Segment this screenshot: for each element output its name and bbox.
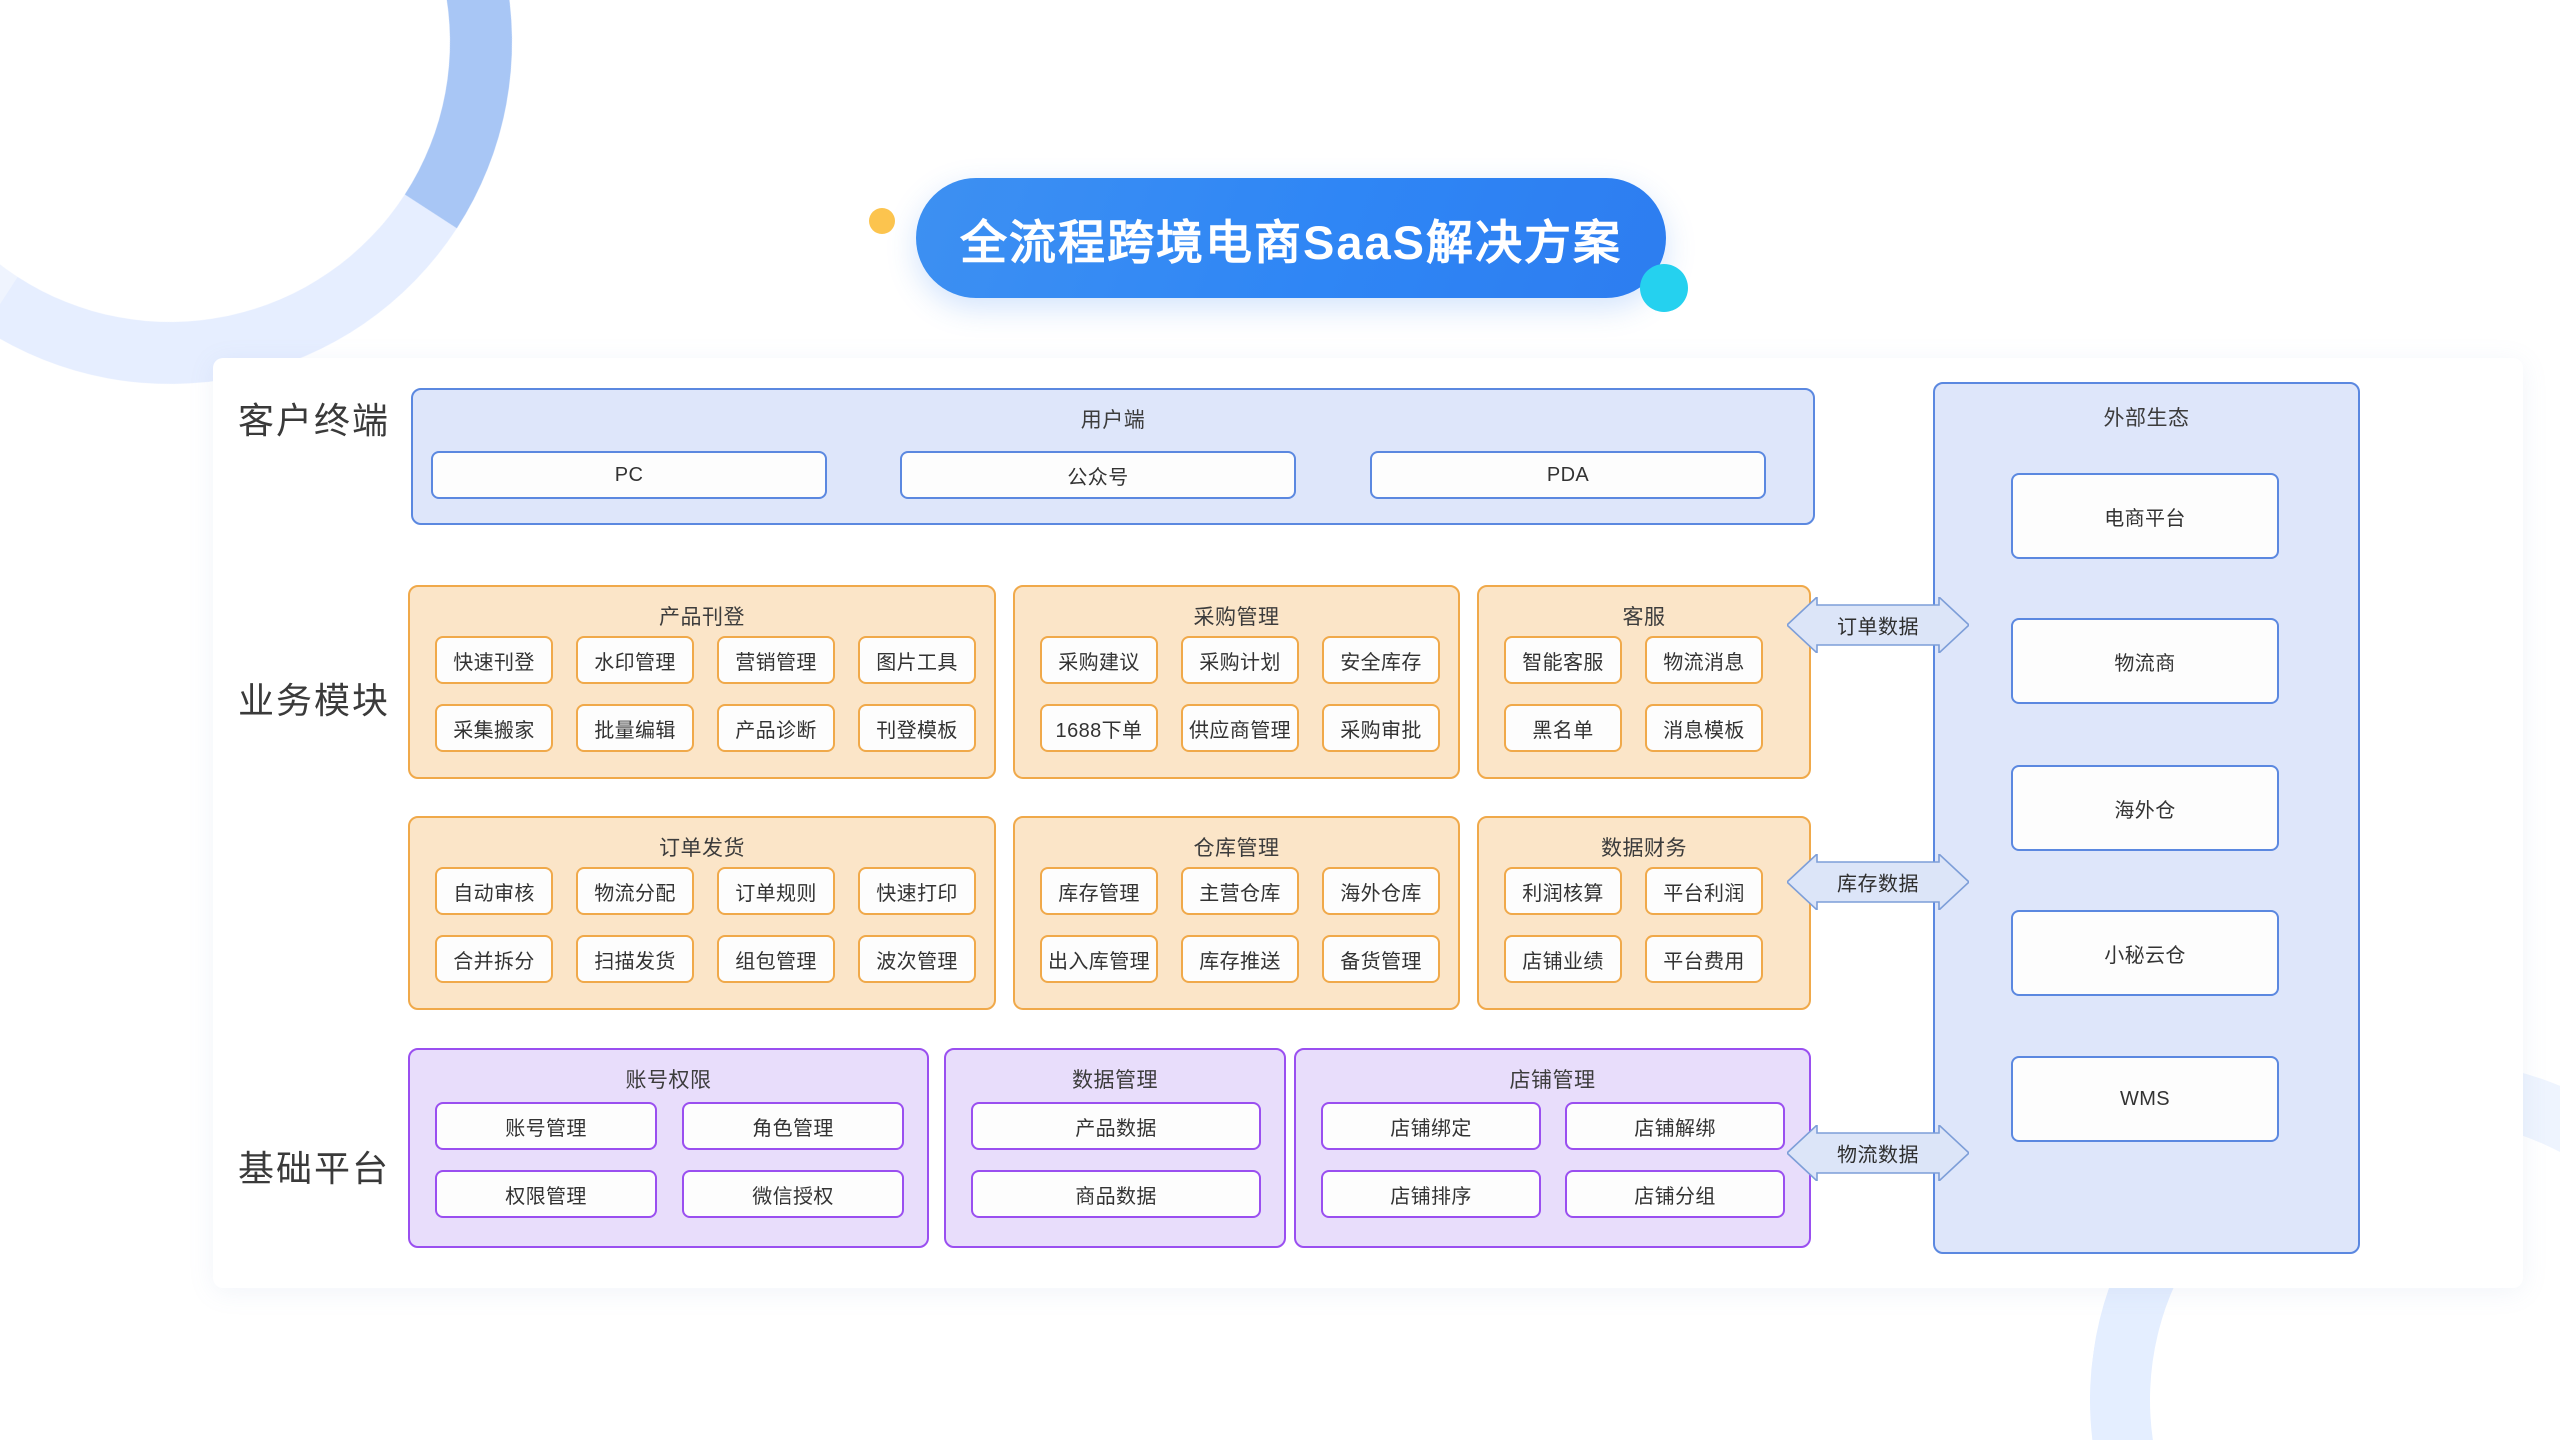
group-title-client-terminal: 用户端 (1080, 409, 1146, 432)
chip-logistics-msg[interactable]: 物流消息 (1645, 636, 1763, 684)
chip-wechat-auth[interactable]: 微信授权 (682, 1170, 904, 1218)
group-data-management: 数据管理 产品数据 商品数据 (944, 1048, 1286, 1248)
chip-purchase-approve[interactable]: 采购审批 (1322, 704, 1440, 752)
chip-main-warehouse[interactable]: 主营仓库 (1181, 867, 1299, 915)
group-order-shipping: 订单发货 自动审核 物流分配 订单规则 快速打印 合并拆分 扫描发货 组包管理 … (408, 816, 996, 1010)
group-external-ecosystem: 外部生态 电商平台 物流商 海外仓 小秘云仓 WMS (1933, 382, 2360, 1254)
chip-account-mgmt[interactable]: 账号管理 (435, 1102, 657, 1150)
chip-store-unbind[interactable]: 店铺解绑 (1565, 1102, 1785, 1150)
group-purchase-management: 采购管理 采购建议 采购计划 安全库存 1688下单 供应商管理 采购审批 (1013, 585, 1460, 779)
group-title-customer-service: 客服 (1622, 606, 1666, 629)
group-title-account-permission: 账号权限 (625, 1069, 712, 1092)
page-title: 全流程跨境电商SaaS解决方案 (960, 215, 1622, 269)
chip-image-tool[interactable]: 图片工具 (858, 636, 976, 684)
chip-logistics-provider[interactable]: 物流商 (2011, 618, 2279, 704)
chip-store-performance[interactable]: 店铺业绩 (1504, 935, 1622, 983)
chip-store-group[interactable]: 店铺分组 (1565, 1170, 1785, 1218)
group-client-terminal: 用户端 PC 公众号 PDA (411, 388, 1815, 525)
chip-store-bind[interactable]: 店铺绑定 (1321, 1102, 1541, 1150)
chip-gongzhonghao[interactable]: 公众号 (900, 451, 1296, 499)
chip-permission-mgmt[interactable]: 权限管理 (435, 1170, 657, 1218)
group-title-external-ecosystem: 外部生态 (2103, 407, 2190, 430)
chip-purchase-advice[interactable]: 采购建议 (1040, 636, 1158, 684)
group-title-product-listing: 产品刊登 (659, 606, 745, 629)
arrow-order-data: 订单数据 (1787, 597, 1969, 653)
chip-inout-mgmt[interactable]: 出入库管理 (1040, 935, 1158, 983)
chip-collect-move[interactable]: 采集搬家 (435, 704, 553, 752)
group-store-management: 店铺管理 店铺绑定 店铺解绑 店铺排序 店铺分组 (1294, 1048, 1811, 1248)
group-data-finance: 数据财务 利润核算 平台利润 店铺业绩 平台费用 (1477, 816, 1811, 1010)
row-label-client-terminal: 客户终端 (238, 400, 391, 441)
group-product-listing: 产品刊登 快速刊登 水印管理 营销管理 图片工具 采集搬家 批量编辑 产品诊断 … (408, 585, 996, 779)
chip-store-sort[interactable]: 店铺排序 (1321, 1170, 1541, 1218)
chip-purchase-plan[interactable]: 采购计划 (1181, 636, 1299, 684)
chip-ecommerce-platform[interactable]: 电商平台 (2011, 473, 2279, 559)
chip-wave-mgmt[interactable]: 波次管理 (858, 935, 976, 983)
chip-marketing[interactable]: 营销管理 (717, 636, 835, 684)
chip-merge-split[interactable]: 合并拆分 (435, 935, 553, 983)
chip-stock-prepare[interactable]: 备货管理 (1322, 935, 1440, 983)
chip-logistics-alloc[interactable]: 物流分配 (576, 867, 694, 915)
arrow-stock-data: 库存数据 (1787, 854, 1969, 910)
chip-overseas-warehouse[interactable]: 海外仓 (2011, 765, 2279, 851)
chip-product-data[interactable]: 产品数据 (971, 1102, 1261, 1150)
chip-scan-ship[interactable]: 扫描发货 (576, 935, 694, 983)
arrow-logistics-data: 物流数据 (1787, 1125, 1969, 1181)
group-title-warehouse-management: 仓库管理 (1193, 837, 1280, 860)
chip-platform-profit[interactable]: 平台利润 (1645, 867, 1763, 915)
chip-xiaomi-cloud-warehouse[interactable]: 小秘云仓 (2011, 910, 2279, 996)
group-title-data-management: 数据管理 (1072, 1069, 1158, 1092)
chip-blacklist[interactable]: 黑名单 (1504, 704, 1622, 752)
chip-stock-push[interactable]: 库存推送 (1181, 935, 1299, 983)
chip-listing-tpl[interactable]: 刊登模板 (858, 704, 976, 752)
chip-pda[interactable]: PDA (1370, 451, 1766, 499)
chip-pc[interactable]: PC (431, 451, 827, 499)
row-label-business-modules: 业务模块 (238, 680, 391, 721)
row-label-base-platform: 基础平台 (238, 1148, 391, 1189)
group-title-order-shipping: 订单发货 (659, 837, 745, 860)
chip-smart-service[interactable]: 智能客服 (1504, 636, 1622, 684)
chip-overseas-wh[interactable]: 海外仓库 (1322, 867, 1440, 915)
chip-wms[interactable]: WMS (2011, 1056, 2279, 1142)
chip-goods-data[interactable]: 商品数据 (971, 1170, 1261, 1218)
chip-product-diag[interactable]: 产品诊断 (717, 704, 835, 752)
chip-safety-stock[interactable]: 安全库存 (1322, 636, 1440, 684)
group-account-permission: 账号权限 账号管理 角色管理 权限管理 微信授权 (408, 1048, 929, 1248)
chip-quick-listing[interactable]: 快速刊登 (435, 636, 553, 684)
chip-platform-fee[interactable]: 平台费用 (1645, 935, 1763, 983)
chip-1688-order[interactable]: 1688下单 (1040, 704, 1158, 752)
chip-message-tpl[interactable]: 消息模板 (1645, 704, 1763, 752)
page-title-pill: 全流程跨境电商SaaS解决方案 (916, 178, 1666, 298)
chip-auto-audit[interactable]: 自动审核 (435, 867, 553, 915)
chip-package-mgmt[interactable]: 组包管理 (717, 935, 835, 983)
chip-supplier-mgmt[interactable]: 供应商管理 (1181, 704, 1299, 752)
decorative-dot-yellow (869, 208, 895, 234)
group-title-purchase-management: 采购管理 (1193, 606, 1280, 629)
chip-order-rules[interactable]: 订单规则 (717, 867, 835, 915)
chip-watermark[interactable]: 水印管理 (576, 636, 694, 684)
chip-batch-edit[interactable]: 批量编辑 (576, 704, 694, 752)
chip-quick-print[interactable]: 快速打印 (858, 867, 976, 915)
chip-profit-accounting[interactable]: 利润核算 (1504, 867, 1622, 915)
group-customer-service: 客服 智能客服 物流消息 黑名单 消息模板 (1477, 585, 1811, 779)
chip-role-mgmt[interactable]: 角色管理 (682, 1102, 904, 1150)
chip-inventory-mgmt[interactable]: 库存管理 (1040, 867, 1158, 915)
group-title-store-management: 店铺管理 (1509, 1069, 1596, 1092)
group-title-data-finance: 数据财务 (1601, 837, 1687, 860)
group-warehouse-management: 仓库管理 库存管理 主营仓库 海外仓库 出入库管理 库存推送 备货管理 (1013, 816, 1460, 1010)
